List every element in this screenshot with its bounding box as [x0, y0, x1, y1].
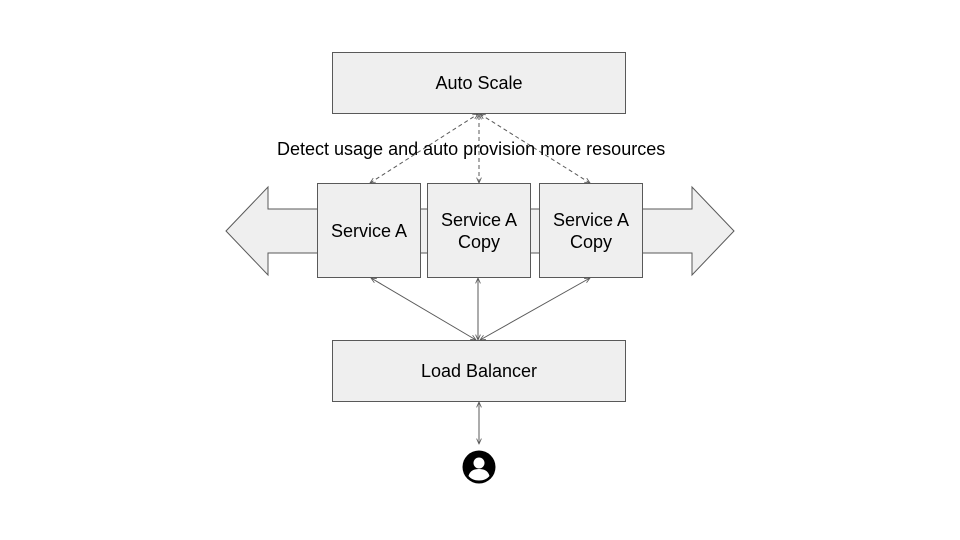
- lb-arrow-service-a-copy-2: [480, 278, 590, 340]
- detect-usage-caption: Detect usage and auto provision more res…: [277, 139, 666, 159]
- load-balancer-label: Load Balancer: [420, 361, 538, 381]
- usage-arrow-service-a-copy-2: [480, 114, 590, 183]
- auto-scale-label: Auto Scale: [435, 73, 523, 93]
- auto-scale-box: Auto Scale: [332, 52, 626, 114]
- service-a-box: Service A: [317, 183, 421, 278]
- usage-arrow-service-a: [370, 114, 478, 183]
- service-a-label: Service A: [330, 220, 408, 241]
- lb-arrow-service-a: [371, 278, 476, 340]
- service-a-copy-label-2: Service A Copy: [552, 209, 630, 252]
- service-a-copy-box-2: Service A Copy: [539, 183, 643, 278]
- user-avatar-icon: [462, 450, 496, 484]
- service-a-copy-label-1: Service A Copy: [440, 209, 518, 252]
- load-balancer-box: Load Balancer: [332, 340, 626, 402]
- service-a-copy-box-1: Service A Copy: [427, 183, 531, 278]
